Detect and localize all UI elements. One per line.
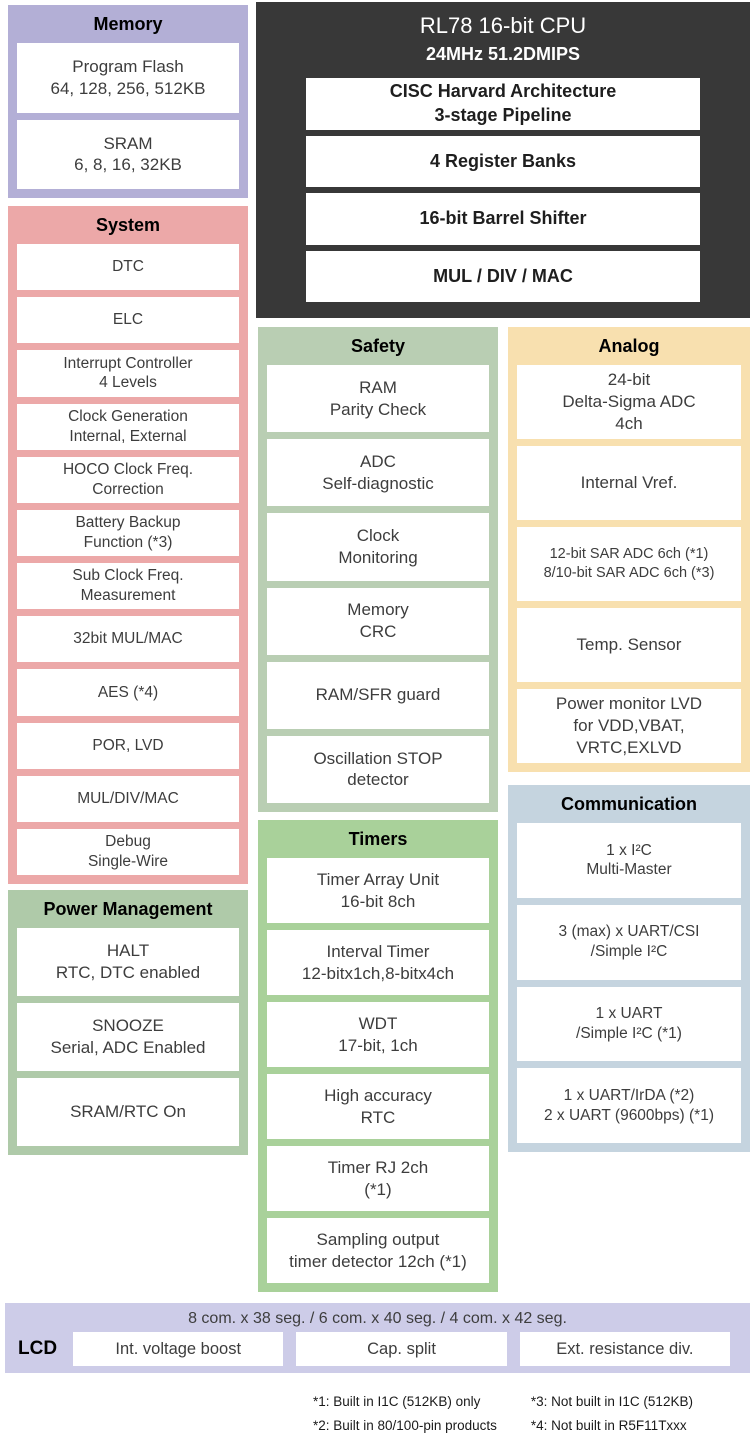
analog-panel: Analog 24-bit Delta-Sigma ADC 4ch Intern… [508, 327, 750, 772]
system-item: Clock Generation Internal, External [17, 403, 239, 450]
memory-panel: Memory Program Flash 64, 128, 256, 512KB… [8, 5, 248, 198]
system-item: Debug Single-Wire [17, 828, 239, 876]
communication-items: 1 x I²C Multi-Master 3 (max) x UART/CSI … [517, 823, 741, 1143]
cpu-subtitle: 24MHz 51.2DMIPS [425, 44, 581, 64]
safety-item: RAM/SFR guard [267, 661, 489, 729]
communication-item: 1 x UART/IrDA (*2) 2 x UART (9600bps) (*… [517, 1068, 741, 1143]
footnote: *2: Built in 80/100-pin products [313, 1417, 497, 1433]
lcd-panel: 8 com. x 38 seg. / 6 com. x 40 seg. / 4 … [5, 1303, 750, 1373]
power-management-item: SRAM/RTC On [17, 1078, 239, 1146]
analog-items: 24-bit Delta-Sigma ADC 4ch Internal Vref… [517, 365, 741, 763]
system-item: ELC [17, 297, 239, 344]
system-item: AES (*4) [17, 669, 239, 716]
cpu-feature: MUL / DIV / MAC [306, 250, 700, 302]
lcd-label: LCD [18, 1338, 58, 1359]
lcd-item: Ext. resistance div. [519, 1332, 730, 1366]
timers-item: Timer RJ 2ch (*1) [267, 1146, 489, 1211]
lcd-item: Cap. split [296, 1332, 507, 1366]
safety-item: Memory CRC [267, 587, 489, 655]
analog-item: 12-bit SAR ADC 6ch (*1) 8/10-bit SAR ADC… [517, 527, 741, 601]
power-management-item: HALT RTC, DTC enabled [17, 928, 239, 996]
cpu-panel: RL78 16-bit CPU 24MHz 51.2DMIPS CISC Har… [256, 2, 750, 318]
power-management-panel: Power Management HALT RTC, DTC enabled S… [8, 890, 248, 1155]
memory-title: Memory [93, 14, 163, 34]
communication-title: Communication [560, 794, 697, 814]
system-item: DTC [17, 244, 239, 291]
analog-item: Power monitor LVD for VDD,VBAT, VRTC,EXL… [517, 689, 741, 763]
memory-items: Program Flash 64, 128, 256, 512KB SRAM 6… [17, 43, 239, 189]
timers-panel: Timers Timer Array Unit 16-bit 8ch Inter… [258, 820, 498, 1292]
timers-item: Timer Array Unit 16-bit 8ch [267, 858, 489, 923]
cpu-features: CISC Harvard Architecture 3-stage Pipeli… [306, 78, 700, 302]
footnote: *4: Not built in R5F11Txxx [530, 1417, 687, 1433]
safety-items: RAM Parity Check ADC Self-diagnostic Clo… [267, 365, 489, 804]
timers-title: Timers [348, 829, 408, 849]
power-management-title: Power Management [43, 899, 213, 919]
system-item: HOCO Clock Freq. Correction [17, 456, 239, 503]
system-panel: System DTC ELC Interrupt Controller 4 Le… [8, 206, 248, 884]
timers-item: Sampling output timer detector 12ch (*1) [267, 1218, 489, 1283]
footnotes: *1: Built in I1C (512KB) only *2: Built … [313, 1392, 693, 1435]
system-item: POR, LVD [17, 722, 239, 769]
safety-item: ADC Self-diagnostic [267, 439, 489, 507]
safety-item: RAM Parity Check [267, 365, 489, 433]
timers-item: WDT 17-bit, 1ch [267, 1002, 489, 1067]
timers-items: Timer Array Unit 16-bit 8ch Interval Tim… [267, 858, 489, 1283]
cpu-header: RL78 16-bit CPU 24MHz 51.2DMIPS [256, 2, 750, 65]
analog-item: Temp. Sensor [517, 608, 741, 682]
system-item: Battery Backup Function (*3) [17, 509, 239, 557]
footnote-column: *3: Not built in I1C (512KB) *4: Not bui… [531, 1392, 693, 1435]
system-items: DTC ELC Interrupt Controller 4 Levels Cl… [17, 244, 239, 876]
communication-panel: Communication 1 x I²C Multi-Master 3 (ma… [508, 785, 750, 1152]
communication-item: 1 x I²C Multi-Master [517, 823, 741, 898]
system-item: Interrupt Controller 4 Levels [17, 350, 239, 397]
analog-title: Analog [598, 336, 660, 356]
memory-item: SRAM 6, 8, 16, 32KB [17, 119, 239, 189]
analog-item: 24-bit Delta-Sigma ADC 4ch [517, 365, 741, 439]
power-management-items: HALT RTC, DTC enabled SNOOZE Serial, ADC… [17, 928, 239, 1146]
cpu-title: RL78 16-bit CPU [419, 13, 587, 38]
analog-item: Internal Vref. [517, 446, 741, 520]
lcd-item: Int. voltage boost [73, 1332, 284, 1366]
power-management-item: SNOOZE Serial, ADC Enabled [17, 1003, 239, 1071]
footnote: *3: Not built in I1C (512KB) [530, 1394, 693, 1409]
communication-item: 1 x UART /Simple I²C (*1) [517, 986, 741, 1062]
system-item: 32bit MUL/MAC [17, 616, 239, 663]
safety-item: Clock Monitoring [267, 513, 489, 581]
system-item: MUL/DIV/MAC [17, 775, 239, 822]
footnote: *1: Built in I1C (512KB) only [313, 1394, 481, 1409]
cpu-feature: CISC Harvard Architecture 3-stage Pipeli… [306, 78, 700, 130]
memory-item: Program Flash 64, 128, 256, 512KB [17, 43, 239, 113]
safety-item: Oscillation STOP detector [267, 735, 489, 804]
safety-title: Safety [350, 336, 406, 356]
lcd-row: LCD Int. voltage boost Cap. split Ext. r… [5, 1332, 750, 1366]
cpu-feature: 16-bit Barrel Shifter [306, 193, 700, 245]
communication-item: 3 (max) x UART/CSI /Simple I²C [517, 904, 741, 980]
system-title: System [95, 215, 161, 235]
cpu-feature: 4 Register Banks [306, 135, 700, 187]
lcd-caption: 8 com. x 38 seg. / 6 com. x 40 seg. / 4 … [188, 1310, 567, 1327]
timers-item: High accuracy RTC [267, 1074, 489, 1139]
system-item: Sub Clock Freq. Measurement [17, 563, 239, 610]
timers-item: Interval Timer 12-bitx1ch,8-bitx4ch [267, 930, 489, 995]
safety-panel: Safety RAM Parity Check ADC Self-diagnos… [258, 327, 498, 812]
footnote-column: *1: Built in I1C (512KB) only *2: Built … [313, 1392, 497, 1435]
